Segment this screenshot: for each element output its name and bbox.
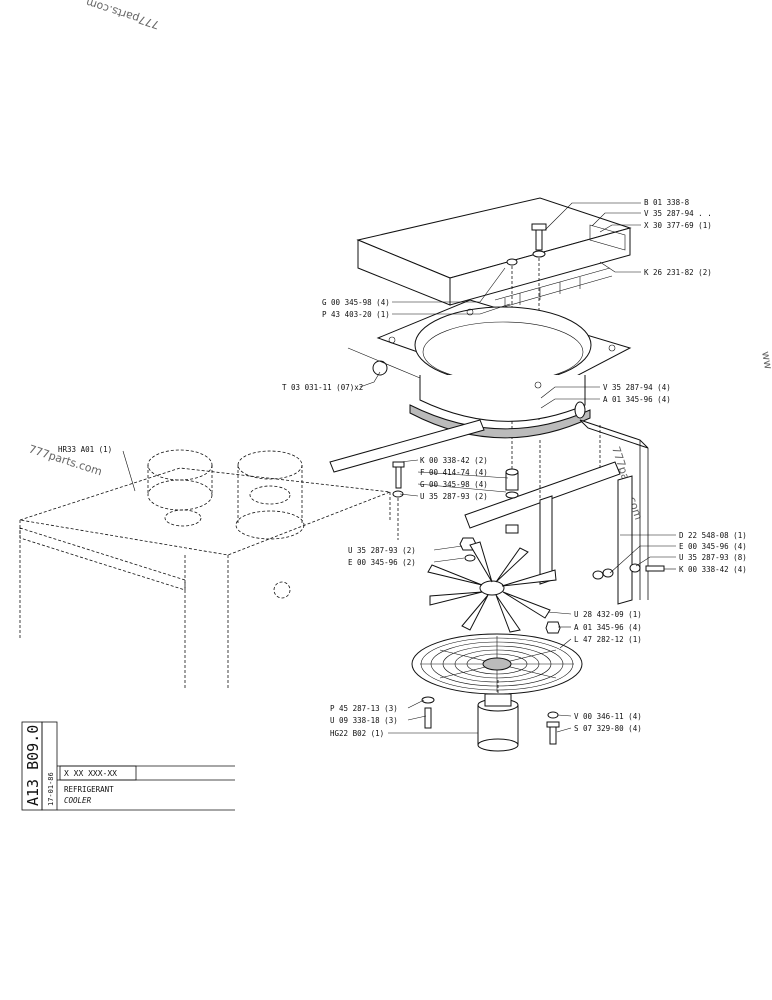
callout-k00338-b: K 00 338-42 (4)	[679, 565, 747, 574]
callout-e00345-a: E 00 345-96 (4)	[679, 542, 747, 551]
fan-shroud	[347, 299, 632, 439]
spacer-stack	[505, 468, 519, 534]
callout-v35287-94-a: V 35 287-94 . .	[644, 209, 712, 218]
callout-u28432: U 28 432-09 (1)	[574, 610, 642, 619]
bolts-right	[592, 563, 665, 580]
callout-u35287-c: U 35 287-93 (2)	[348, 546, 416, 555]
callout-t03031: T 03 031-11 (07)x2	[282, 383, 363, 392]
callout-d22548: D 22 548-08 (1)	[679, 531, 747, 540]
callout-g00345-a: G 00 345-98 (4)	[322, 298, 390, 307]
fan	[427, 541, 561, 634]
callout-k26231: K 26 231-82 (2)	[644, 268, 712, 277]
callout-p45287: P 45 287-13 (3)	[330, 704, 398, 713]
watermark-top: 777parts.com	[84, 0, 161, 32]
fan-guard	[411, 633, 583, 695]
callout-v00346: V 00 346-11 (4)	[574, 712, 642, 721]
callout-l47282: L 47 282-12 (1)	[574, 635, 642, 644]
callout-u09338: U 09 338-18 (3)	[330, 716, 398, 725]
callout-f00414: F 00 414-74 (4)	[420, 468, 488, 477]
callout-s07329: S 07 329-80 (4)	[574, 724, 642, 733]
leader-lines	[122, 202, 676, 734]
callout-g00345-b: G 00 345-98 (4)	[420, 480, 488, 489]
callout-e00345-b: E 00 345-96 (2)	[348, 558, 416, 567]
watermark-right: ww	[759, 350, 772, 370]
callout-b01338: B 01 338-8	[644, 198, 690, 207]
callout-a01345-b: A 01 345-96 (4)	[574, 623, 642, 632]
radiator-block	[356, 197, 632, 310]
drawing-date: 17-01-86	[47, 772, 55, 806]
machine-body	[19, 449, 391, 690]
drawing-code: A13 B09.0	[24, 725, 42, 806]
title-en: COOLER	[64, 796, 92, 805]
callout-a01345-a: A 01 345-96 (4)	[603, 395, 671, 404]
part-number: X XX XXX-XX	[64, 769, 117, 778]
fan-motor	[477, 680, 519, 752]
callout-k00338-a: K 00 338-42 (2)	[420, 456, 488, 465]
callout-p43403: P 43 403-20 (1)	[322, 310, 390, 319]
callout-x30377: X 30 377-69 (1)	[644, 221, 712, 230]
callout-hg22: HG22 B02 (1)	[330, 729, 384, 738]
callout-hr33: HR33 A01 (1)	[58, 445, 112, 454]
callout-u35287-a: U 35 287-93 (2)	[420, 492, 488, 501]
bolt-bottom-left	[421, 696, 435, 729]
bolt-bottom-right	[546, 711, 560, 745]
callout-u35287-b: U 35 287-93 (8)	[679, 553, 747, 562]
callout-v35287-94-b: V 35 287-94 (4)	[603, 383, 671, 392]
mounting-frame	[329, 419, 649, 605]
title-fr: REFRIGERANT	[64, 785, 114, 794]
title-block: A13 B09.0 17-01-86 X XX XXX-XX REFRIGERA…	[21, 721, 235, 811]
